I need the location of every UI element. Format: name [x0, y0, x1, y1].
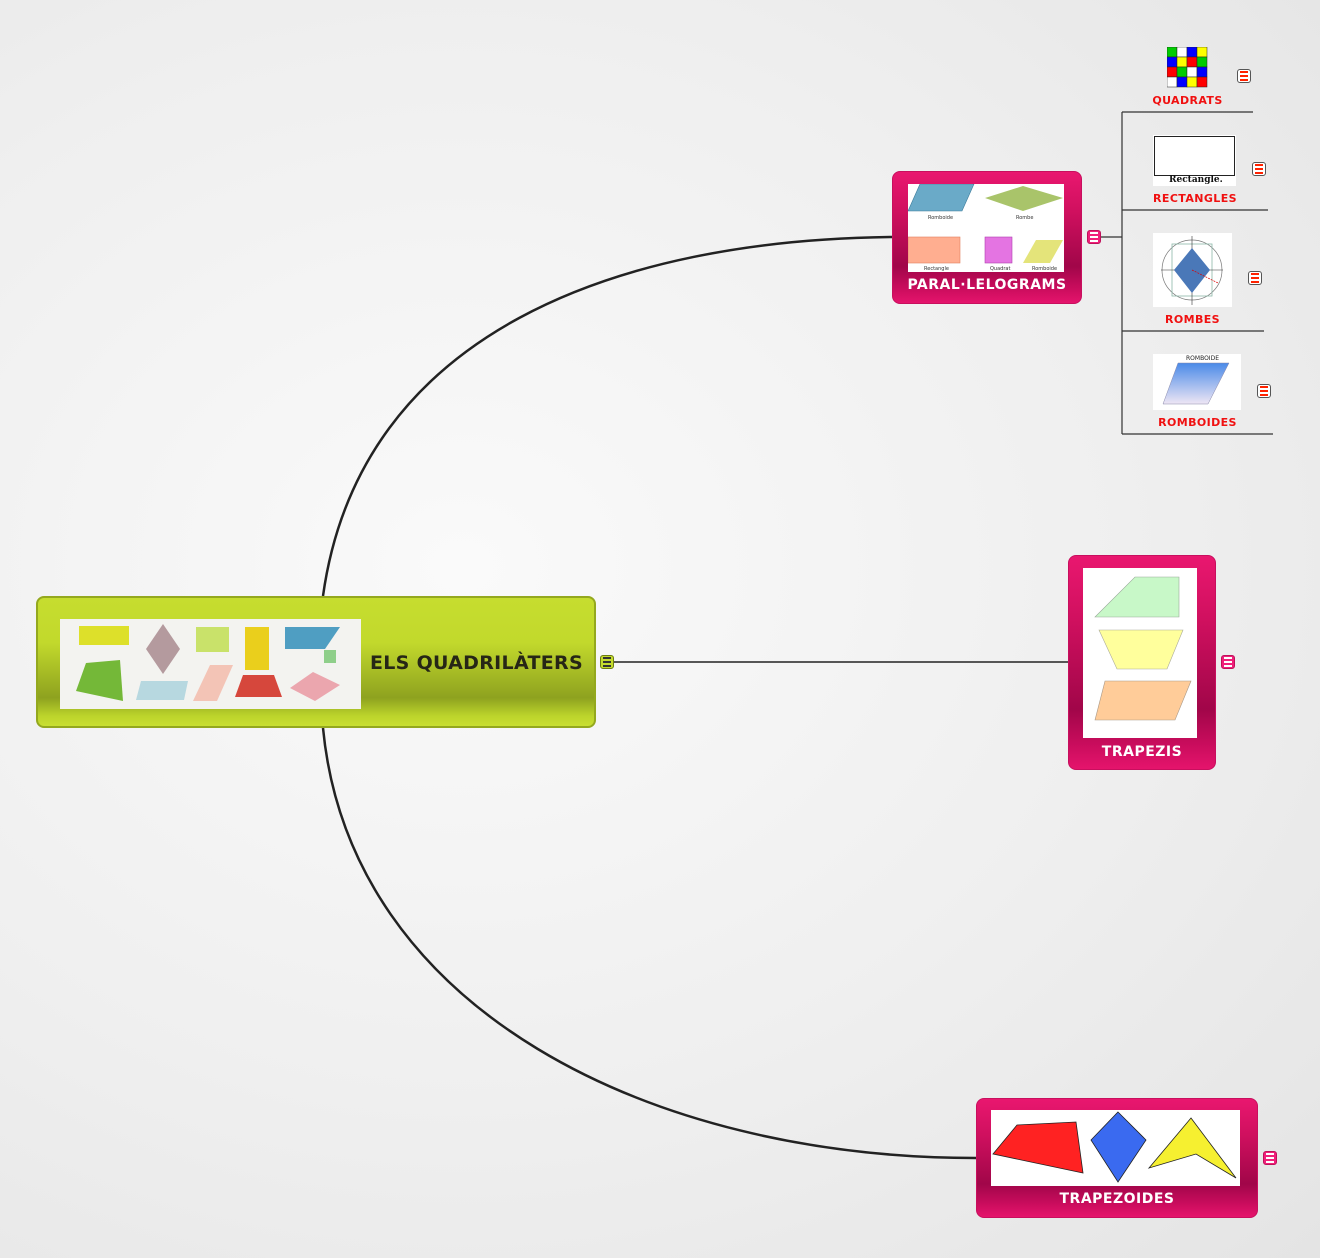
notes-icon[interactable] — [1252, 162, 1266, 176]
notes-icon[interactable] — [1263, 1151, 1277, 1165]
image-label: Rombe — [1016, 215, 1034, 221]
notes-icon[interactable] — [1087, 230, 1101, 244]
notes-icon[interactable] — [1248, 271, 1262, 285]
image-label: Rectangle — [924, 266, 949, 272]
topic-label: TRAPEZIS — [1101, 744, 1183, 760]
romboides-image: ROMBOIDE — [1153, 354, 1241, 410]
subtopic-rombes[interactable]: ROMBES — [1165, 313, 1220, 326]
image-caption: Rectangle. — [1169, 175, 1223, 185]
quadrats-image — [1166, 46, 1208, 88]
image-label: Quadrat — [990, 266, 1011, 272]
subtopic-romboides[interactable]: ROMBOIDES — [1158, 416, 1237, 429]
topic-label: TRAPEZOIDES — [1059, 1191, 1175, 1207]
rectangles-image: Rectangle. — [1153, 135, 1236, 186]
link-paral-lelograms — [321, 235, 893, 597]
rombes-image — [1153, 233, 1232, 307]
topic-trapezis[interactable]: TRAPEZIS — [1068, 555, 1216, 770]
notes-icon[interactable] — [1257, 384, 1271, 398]
image-label: Romboide — [1032, 266, 1058, 272]
topic-trapezoides[interactable]: TRAPEZOIDES — [976, 1098, 1258, 1218]
trapezis-image — [1083, 568, 1197, 738]
topic-label: PARAL·LELOGRAMS — [907, 277, 1067, 293]
parallelograms-image: Romboide Rombe Rectangle Quadrat Romboid… — [907, 183, 1064, 272]
link-subtopics — [1100, 111, 1273, 435]
notes-icon[interactable] — [1237, 69, 1251, 83]
subtopic-quadrats[interactable]: QUADRATS — [1152, 94, 1223, 107]
notes-icon[interactable] — [1221, 655, 1235, 669]
topic-paral-lelograms[interactable]: Romboide Rombe Rectangle Quadrat Romboid… — [892, 171, 1082, 304]
central-topic[interactable]: ELS QUADRILÀTERS — [36, 596, 596, 728]
image-caption: ROMBOIDE — [1186, 355, 1219, 362]
notes-icon[interactable] — [600, 655, 614, 669]
quadrilaterals-image — [60, 619, 361, 709]
link-trapezoides — [321, 727, 977, 1160]
central-title: ELS QUADRILÀTERS — [370, 652, 583, 674]
image-label: Romboide — [928, 215, 954, 221]
trapezoides-image — [991, 1110, 1240, 1186]
subtopic-rectangles[interactable]: RECTANGLES — [1153, 192, 1237, 205]
